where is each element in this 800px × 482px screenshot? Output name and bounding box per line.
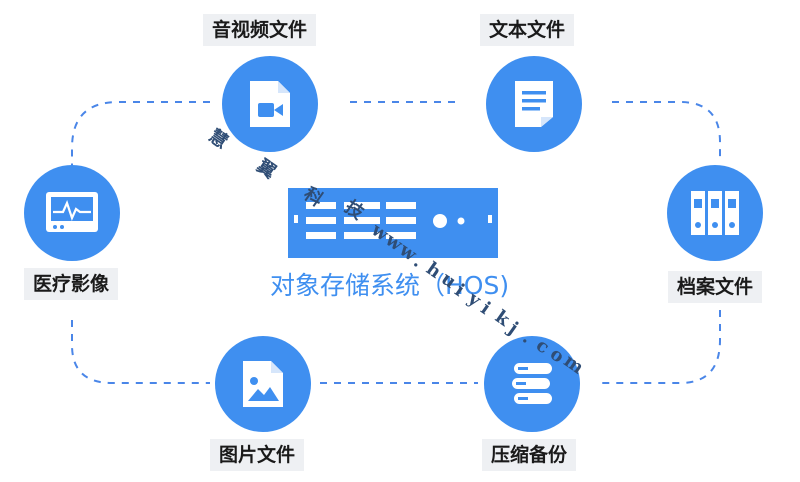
node-audio-video [222, 56, 318, 152]
storage-stack-icon [512, 363, 552, 404]
video-file-icon [250, 81, 290, 127]
connector-right-top [612, 101, 721, 162]
connector-left-bottom [71, 320, 210, 384]
node-label-text: 文本文件 [480, 14, 575, 46]
image-file-icon [243, 361, 283, 407]
node-medical [24, 165, 120, 261]
node-image [215, 336, 311, 432]
server-graphic [288, 188, 498, 258]
node-label-medical: 医疗影像 [24, 268, 119, 300]
binders-icon [691, 191, 739, 235]
connector-right-bottom [598, 310, 721, 384]
center-title: 对象存储系统（HOS) [270, 271, 510, 300]
node-label-audio-video: 音视频文件 [203, 14, 317, 46]
server-rack-icon [294, 202, 492, 239]
text-document-icon [515, 81, 553, 127]
node-text [486, 56, 582, 152]
monitor-waveform-icon [46, 192, 98, 232]
node-compress [484, 336, 580, 432]
node-label-image: 图片文件 [210, 439, 305, 471]
node-archive [667, 165, 763, 261]
node-label-archive: 档案文件 [668, 271, 763, 303]
node-label-compress: 压缩备份 [482, 439, 577, 471]
connector-left-top [71, 101, 210, 168]
